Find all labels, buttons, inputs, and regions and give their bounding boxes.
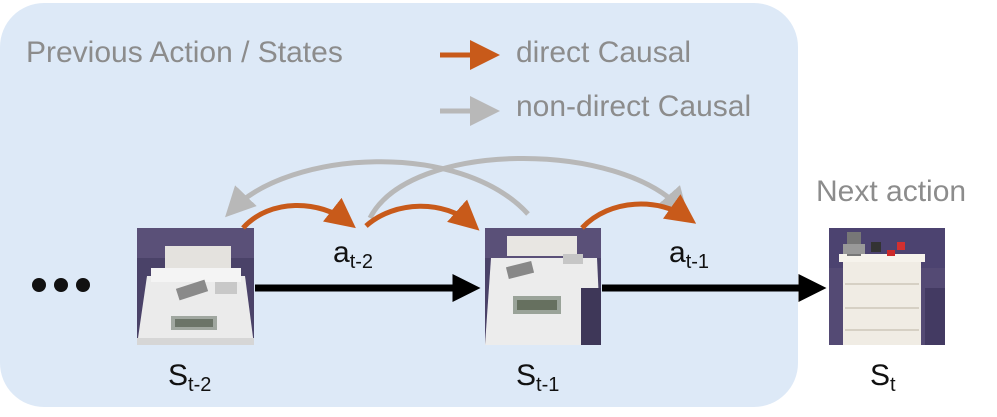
legend-nondirect-label: non-direct Causal [516,90,752,123]
ellipsis-icon [32,278,92,296]
direct-arc-state-t-2-to-action-t-2 [241,197,356,230]
next-action-label: Next action [816,175,967,208]
legend-direct-label: direct Causal [516,36,692,69]
action-label-t-2: at-2 [333,236,374,273]
nondirect-arc-to-action-t-1 [367,156,689,220]
state-label-t: St [870,359,896,396]
state-image-t [829,228,945,345]
direct-arc-state-t-1-to-action-t-1 [580,194,697,230]
state-image-t-2 [137,228,254,345]
direct-arc-action-t-2-to-state-t-1 [364,199,480,231]
state-image-t-1 [485,228,601,345]
state-label-t-1: St-1 [516,359,560,396]
nondirect-arc-to-state-t-2 [225,159,530,218]
legend-title: Previous Action / States [26,36,343,69]
action-label-t-1: at-1 [669,236,710,273]
state-label-t-2: St-2 [168,359,212,396]
